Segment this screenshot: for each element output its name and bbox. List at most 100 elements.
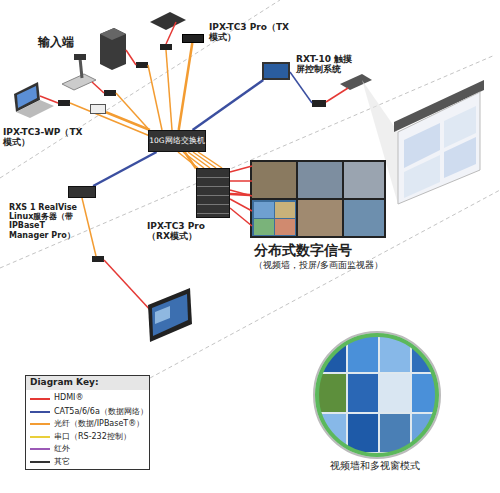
legend-line — [30, 398, 50, 400]
hdmi-wire — [230, 166, 252, 172]
hdmi-wire — [104, 260, 152, 312]
legend-line — [30, 423, 50, 425]
legend-text: CAT5a/6/6a（数据网络） — [54, 406, 150, 417]
signal-connector — [193, 80, 264, 130]
wall-screen — [344, 162, 384, 198]
legend-text: 串口（RS-232控制） — [54, 431, 150, 442]
projected-tile — [404, 155, 440, 198]
wall-subheading: （视频墙，投屏/多画面监视器） — [254, 260, 414, 270]
legend-line-sample — [30, 444, 50, 454]
device-label: IPX-TC3-WP（TX模式） — [3, 127, 89, 148]
wall-screen — [252, 162, 296, 198]
wall-screen — [298, 162, 342, 198]
pc-tower-top — [100, 28, 126, 40]
pc-tower — [100, 28, 126, 70]
multiview-tile — [254, 202, 274, 218]
monitor-display — [152, 294, 188, 336]
encoder-box — [58, 100, 70, 106]
section-label: 输入端 — [38, 36, 98, 50]
signal-connector — [93, 152, 156, 186]
weather-tile — [348, 414, 378, 452]
fiber-wire — [193, 152, 216, 168]
weather-tile — [412, 414, 442, 452]
legend-row: HDMI® — [30, 393, 148, 405]
video-wall-frame — [250, 160, 386, 238]
device-label: IPX-TC3 Pro（RX模式） — [147, 221, 209, 242]
source-device — [150, 12, 186, 30]
hdmi-wire — [166, 22, 176, 44]
video-wall: 分布式数字信号（视频墙，投屏/多画面监视器） — [250, 160, 386, 238]
document-camera-head — [74, 54, 86, 60]
zone-divider — [0, 55, 495, 268]
touch-panel: RXT-10 触摸屏控制系统 — [262, 62, 290, 80]
legend-line-sample — [30, 419, 50, 429]
legend-text: 红外 — [54, 443, 150, 454]
hdmi-wire — [92, 82, 104, 93]
legend-line — [30, 448, 50, 450]
legend-text: HDMI® — [54, 393, 150, 402]
legend-title: Diagram Key: — [30, 377, 140, 387]
signal-connector — [179, 43, 193, 130]
fiber-wire — [198, 152, 222, 168]
decoder-stack: IPX-TC3 Pro（RX模式） — [196, 168, 230, 218]
multiview-tile — [275, 202, 295, 218]
encoder-box — [160, 44, 172, 50]
weather-tile — [380, 374, 410, 412]
encoder-box — [136, 62, 148, 68]
legend-line — [30, 436, 50, 438]
laptop-base — [16, 100, 54, 118]
encoder-box: IPX-TC3 Pro（TX模式） — [182, 34, 204, 43]
hdmi-wire — [230, 199, 252, 211]
switch-label: 10G网络交换机 — [149, 131, 205, 151]
monitor-tile — [155, 306, 170, 324]
fiber-wire — [82, 198, 96, 256]
wallplate-box: IPX-TC3-WP（TX模式） — [90, 104, 106, 114]
signal-connector — [185, 152, 196, 168]
multiview-tile — [254, 219, 274, 235]
control-wire — [290, 72, 312, 103]
legend-text: 其它 — [54, 456, 150, 467]
wall-heading: 分布式数字信号 — [254, 242, 404, 258]
weather-tile — [348, 374, 378, 412]
fiber-wire — [188, 152, 210, 168]
legend-line — [30, 411, 50, 413]
inset-caption: 视频墙和多视窗模式 — [330, 460, 450, 472]
document-camera-base — [62, 74, 96, 90]
wall-screen — [298, 200, 342, 236]
hdmi-wire — [126, 50, 136, 65]
fiber-wire — [178, 152, 198, 168]
projected-tile — [444, 137, 476, 178]
legend-row: 红外 — [30, 443, 148, 455]
legend-line-sample — [30, 407, 50, 417]
zone-divider — [150, 190, 500, 378]
server-box: RXS 1 RealVise Linux服务器（带IPBaseT Manager… — [68, 186, 96, 198]
fiber-wire — [116, 93, 152, 133]
monitor-frame — [148, 288, 192, 342]
multiview-tile — [275, 219, 295, 235]
wall-screen — [344, 200, 384, 236]
device-label: RXT-10 触摸屏控制系统 — [296, 54, 360, 75]
hdmi-wire — [326, 88, 348, 102]
projector-receiver — [312, 100, 326, 107]
hdmi-wire — [40, 96, 58, 103]
weather-tile — [412, 334, 442, 372]
network-switch: 10G网络交换机 — [148, 130, 206, 152]
legend-text: 光纤（数据/IPBaseT®） — [54, 418, 150, 429]
fiber-wire — [166, 50, 172, 130]
hdmi-wire — [230, 208, 252, 226]
legend-line-sample — [30, 394, 50, 404]
legend-line-sample — [30, 457, 50, 467]
inset-ring — [317, 335, 437, 455]
legend-row: 串口（RS-232控制） — [30, 431, 148, 443]
legend-line — [30, 461, 50, 463]
hdmi-wire — [230, 190, 252, 196]
signal-connector — [230, 194, 250, 195]
projection-screen — [398, 92, 480, 204]
wall-screen — [252, 200, 296, 236]
device-label: RXS 1 RealVise Linux服务器（带IPBaseT Manager… — [9, 203, 83, 240]
legend-line-sample — [30, 432, 50, 442]
weather-tile — [316, 334, 346, 372]
device-label: IPX-TC3 Pro（TX模式） — [209, 22, 291, 43]
document-camera-arm — [80, 58, 82, 78]
